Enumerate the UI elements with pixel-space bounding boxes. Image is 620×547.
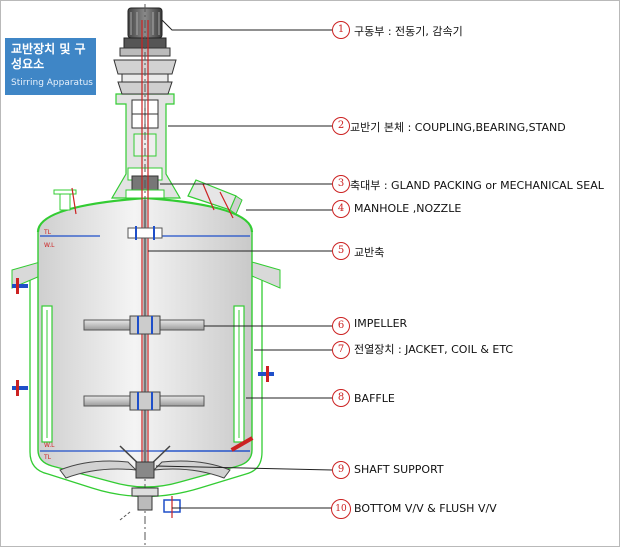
upper-impeller [83,315,205,335]
callout-8-number: 8 [332,389,350,407]
title-korean: 교반장치 및 구성요소 [11,42,86,71]
top-left-nozzle [53,187,77,215]
bottom-valve [119,487,181,521]
bottom-wl-label: W.L [44,442,55,449]
callout-7-label: 전열장치 : JACKET, COIL & ETC [354,343,514,356]
callout-7-number: 7 [332,341,350,359]
callout-8-label: BAFFLE [354,392,395,405]
callout-4-label: MANHOLE ,NOZZLE [354,202,462,215]
callout-9-number: 9 [332,461,350,479]
manhole-nozzle [187,179,243,219]
shaft-support [59,445,231,479]
callout-6-number: 6 [332,317,350,335]
agitator-stand [110,93,182,199]
lower-impeller [83,391,205,411]
callout-1-label: 구동부 : 전동기, 감속기 [354,25,463,38]
callout-5-label: 교반축 [354,246,385,259]
callout-2-number: 2 [332,117,350,135]
callout-1-number: 1 [332,21,350,39]
side-nozzles [12,278,274,452]
callout-9-label: SHAFT SUPPORT [354,463,444,476]
callout-3-label: 축대부 : GLAND PACKING or MECHANICAL SEAL [350,179,604,192]
title-english: Stirring Apparatus [11,78,93,88]
title-box: 교반장치 및 구성요소 Stirring Apparatus [5,38,96,95]
callout-10-number: 10 [331,499,351,519]
baffles [41,305,245,443]
callout-10-label: BOTTOM V/V & FLUSH V/V [354,502,497,515]
leader-lines [148,19,333,509]
callout-3-number: 3 [332,175,350,193]
top-tl-label: TL [43,229,52,236]
callout-2-label: 교반기 본체 : COUPLING,BEARING,STAND [350,121,566,134]
callout-5-number: 5 [332,242,350,260]
callout-4-number: 4 [332,200,350,218]
top-wl-label: W.L [44,242,55,249]
bottom-tl-label: TL [43,454,52,461]
callout-6-label: IMPELLER [354,317,408,330]
